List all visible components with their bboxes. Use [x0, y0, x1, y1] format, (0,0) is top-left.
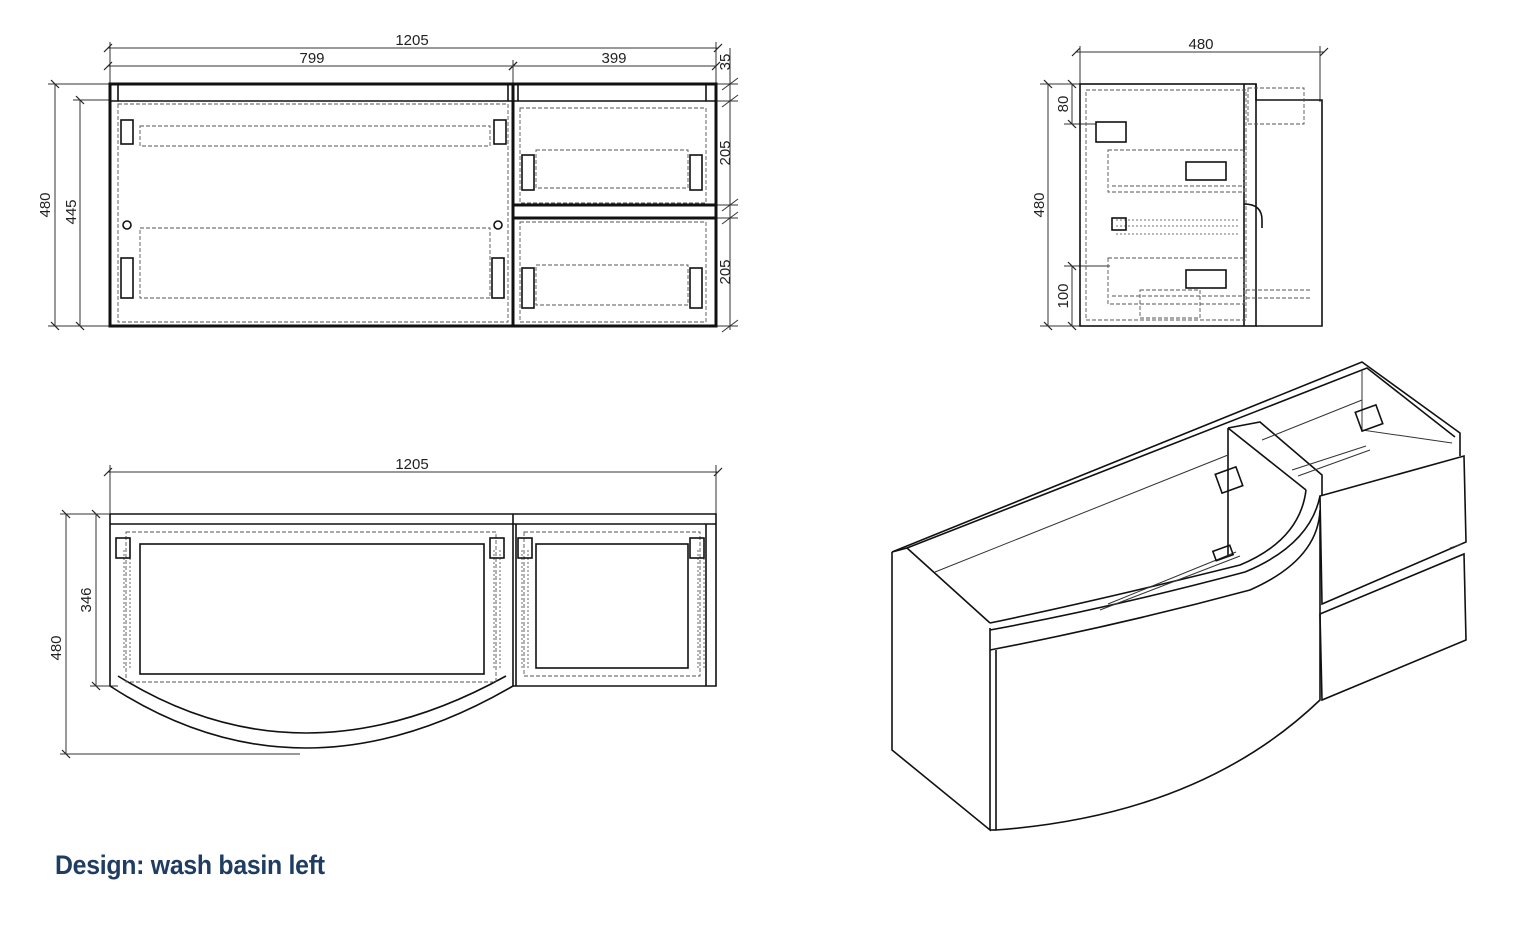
dim-side-bottom-offset: 100	[1055, 283, 1072, 308]
side-cabinet-body	[1079, 83, 1323, 327]
dim-front-total-width: 1205	[395, 32, 428, 49]
dim-front-drawer-top: 205	[717, 140, 734, 165]
dim-side-height: 480	[1031, 192, 1048, 217]
design-caption: Design: wash basin left	[55, 850, 325, 880]
dim-top-total-width: 1205	[395, 456, 428, 473]
dim-side-top-offset: 80	[1055, 96, 1072, 113]
dim-front-left-width: 799	[299, 50, 324, 67]
dim-front-top-thickness: 35	[717, 54, 734, 71]
isometric-view	[891, 361, 1467, 832]
dim-front-height-inner: 445	[63, 199, 80, 224]
side-dimensions: 480 480 80 100	[1031, 36, 1329, 331]
dim-front-height-total: 480	[37, 192, 54, 217]
dim-side-depth: 480	[1188, 36, 1213, 53]
front-dimensions: 1205 799 399 35 205 205 480 445	[37, 32, 739, 333]
dim-front-right-width: 399	[601, 50, 626, 67]
top-view: 1205 346 480	[48, 456, 723, 759]
dim-top-depth-straight: 346	[78, 587, 95, 612]
dim-front-drawer-bottom: 205	[717, 259, 734, 284]
front-view: 1205 799 399 35 205 205 480 445	[37, 32, 739, 333]
dim-top-depth-total: 480	[48, 635, 65, 660]
front-cabinet-body	[108, 82, 718, 328]
top-cabinet-body	[109, 513, 717, 749]
side-view: 480 480 80 100	[1031, 36, 1329, 331]
top-dimensions: 1205 346 480	[48, 456, 723, 759]
